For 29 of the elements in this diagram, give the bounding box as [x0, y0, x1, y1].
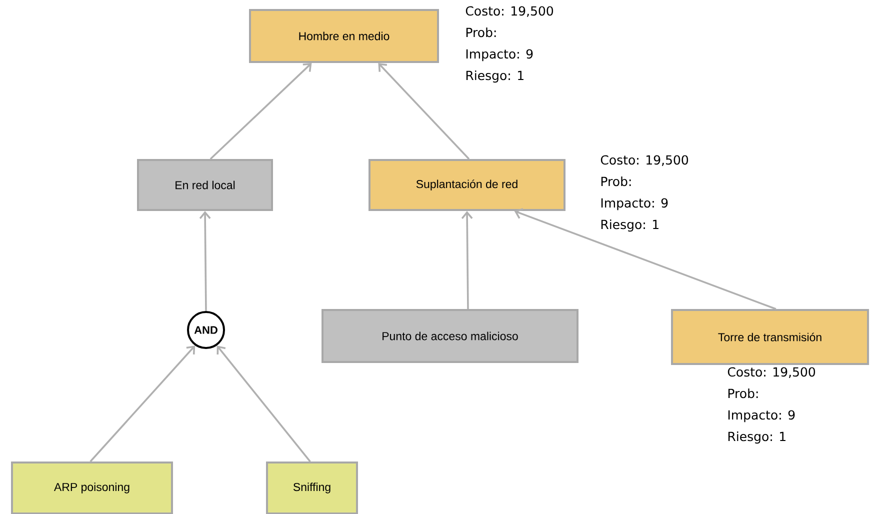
node-box: Suplantación de red	[368, 159, 566, 211]
arrow	[514, 208, 776, 310]
arrow	[378, 63, 470, 160]
node-label: Riesgo: 1	[728, 431, 786, 444]
node-annotation: Costo: 19,500 Prob: Impacto: 9 Riesgo: 1	[728, 367, 816, 444]
node-label: Riesgo: 1	[601, 219, 658, 232]
arrow	[90, 346, 196, 462]
node-annotation: Costo: 19,500 Prob: Impacto: 9 Riesgo: 1	[466, 6, 554, 83]
node-box: Hombre en medio	[249, 9, 439, 63]
node-box: ARP poisoning	[11, 462, 173, 514]
node-box: Torre de transmisión	[671, 309, 869, 365]
node-label: Prob:	[601, 176, 631, 186]
node-label: Riesgo: 1	[466, 70, 524, 83]
node-label: Impacto: 9	[466, 49, 533, 62]
node-box: Sniffing	[266, 462, 358, 514]
arrow	[216, 346, 311, 462]
arrow	[461, 211, 473, 309]
node-label: Impacto: 9	[601, 198, 668, 210]
node-label: Costo: 19,500	[728, 367, 816, 378]
node-label: Impacto: 9	[728, 410, 795, 422]
node-label: Costo: 19,500	[466, 6, 554, 17]
arrow	[199, 211, 211, 312]
node-label: Prob:	[728, 388, 758, 398]
node-box: En red local	[137, 159, 273, 211]
arrow	[210, 63, 312, 160]
node-annotation: Costo: 19,500 Prob: Impacto: 9 Riesgo: 1	[600, 155, 688, 232]
node-box: Punto de acceso malicioso	[322, 309, 578, 363]
node-label: Costo: 19,500	[600, 155, 688, 166]
node-label: Prob:	[466, 27, 496, 38]
